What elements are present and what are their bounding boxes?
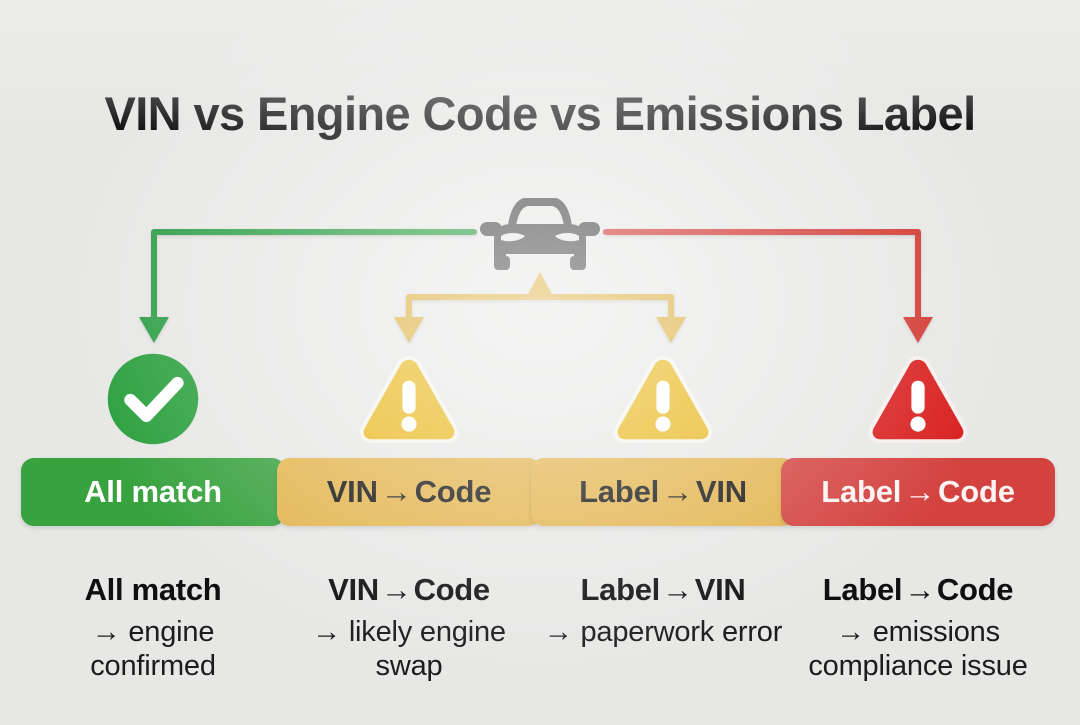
column-all-match: All match All match → engine confirmed xyxy=(21,345,285,683)
caption-title: VIN→Code xyxy=(284,572,534,608)
caption-title: Label→VIN xyxy=(538,572,788,608)
caption-vin-code: VIN→Code → likely engine swap xyxy=(284,572,534,683)
caption-title-right: Code xyxy=(936,572,1014,607)
page-title: VIN vs Engine Code vs Emissions Label xyxy=(104,87,976,140)
badge-label-code[interactable]: Label → Code xyxy=(781,458,1055,526)
badge-label: All match xyxy=(84,474,222,509)
badge-label-left: Label xyxy=(579,474,660,509)
green-connector xyxy=(139,229,477,343)
arrow-glyph: → xyxy=(904,572,935,607)
caption-title-right: VIN xyxy=(694,572,746,607)
arrow-glyph: → xyxy=(380,474,412,509)
arrow-glyph: → xyxy=(380,572,412,607)
badge-label-right: Code xyxy=(938,474,1015,509)
red-connector xyxy=(603,229,933,343)
warning-triangle-icon xyxy=(611,345,715,453)
caption-title: All match xyxy=(84,572,222,607)
caption-title-right: Code xyxy=(413,572,491,607)
badge-label-right: Code xyxy=(414,474,492,509)
warning-triangle-icon xyxy=(357,345,461,453)
caption-label-code: Label→Code → emissions compliance issue xyxy=(793,572,1043,683)
caption-all-match: All match → engine confirmed xyxy=(28,572,278,683)
badge-label-vin[interactable]: Label → VIN xyxy=(531,458,795,526)
caption-subtitle: → likely engine swap xyxy=(312,615,506,682)
caption-title: Label→Code xyxy=(793,572,1043,608)
caption-title-left: VIN xyxy=(328,572,379,607)
badge-all-match[interactable]: All match xyxy=(21,458,285,526)
badge-vin-code[interactable]: VIN → Code xyxy=(277,458,541,526)
arrow-glyph: → xyxy=(661,572,693,607)
caption-subtitle: → engine confirmed xyxy=(90,615,216,682)
caption-subtitle: → emissions compliance issue xyxy=(808,615,1028,682)
column-vin-code: VIN → Code VIN→Code → likely engine swap xyxy=(277,345,541,683)
check-circle-icon xyxy=(104,345,202,453)
column-label-vin: Label → VIN Label→VIN → paperwork error xyxy=(531,345,795,650)
error-triangle-icon xyxy=(866,345,970,453)
caption-label-vin: Label→VIN → paperwork error xyxy=(538,572,788,650)
badge-label-left: Label xyxy=(821,474,902,509)
badge-label-right: VIN xyxy=(695,474,747,509)
badge-label-left: VIN xyxy=(326,474,378,509)
caption-title-left: Label xyxy=(822,572,903,607)
column-label-code: Label → Code Label→Code → emissions comp… xyxy=(781,345,1055,683)
arrow-glyph: → xyxy=(662,474,693,509)
arrow-glyph: → xyxy=(904,474,936,509)
car-icon xyxy=(478,192,602,278)
amber-connector-bus xyxy=(394,272,686,343)
caption-title-left: Label xyxy=(580,572,661,607)
caption-subtitle: → paperwork error xyxy=(543,615,783,648)
